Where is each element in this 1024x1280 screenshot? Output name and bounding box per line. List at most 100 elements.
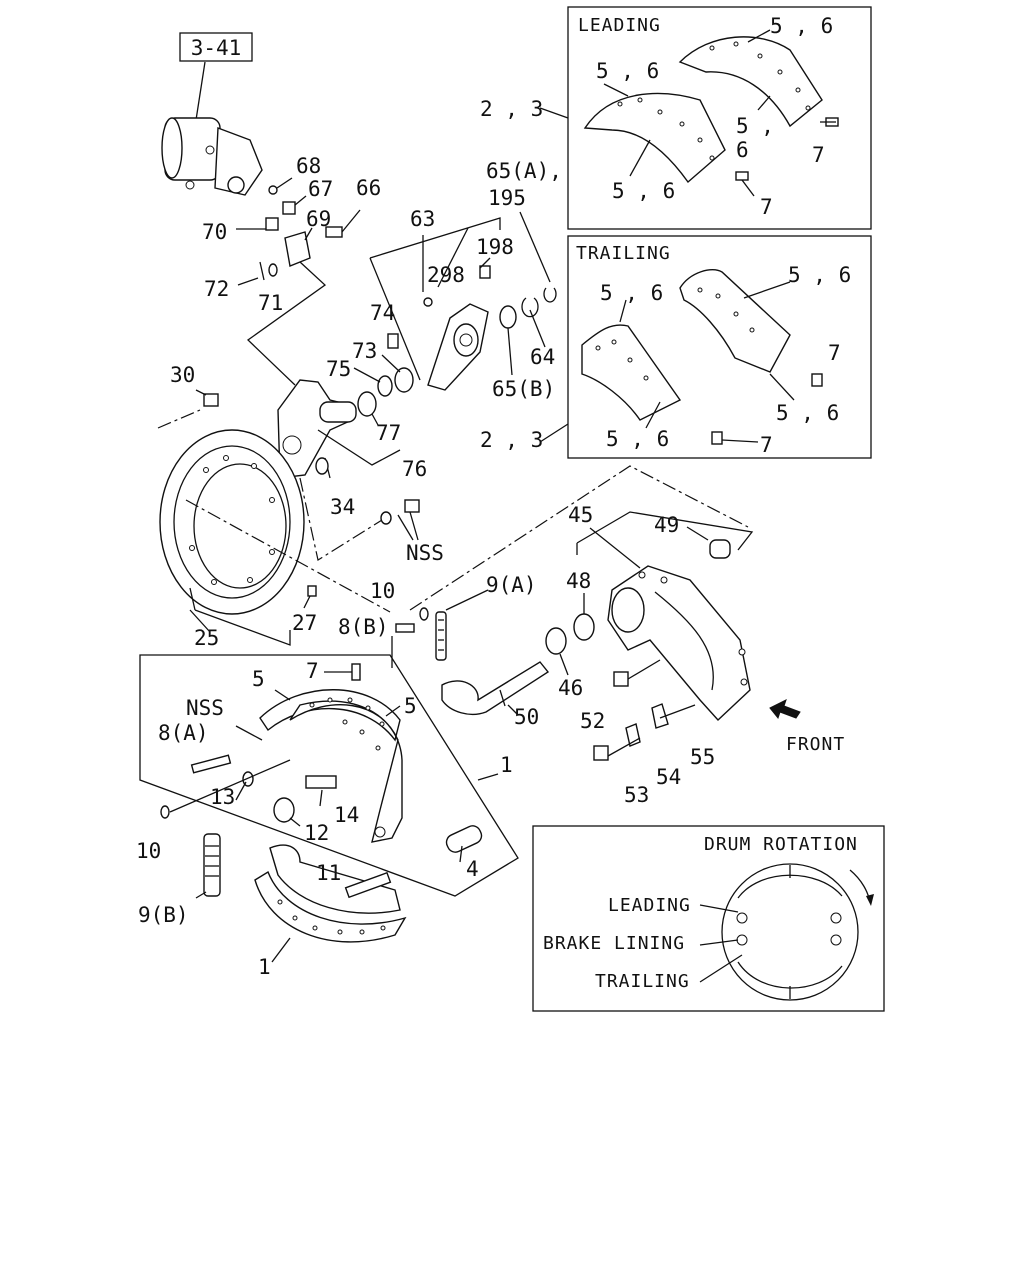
callout-198: 198 [476,235,514,259]
nss-bolts [380,499,420,541]
backing-plate [159,429,305,615]
callout-52: 52 [580,709,605,733]
callout-48: 48 [566,569,591,593]
slack-adjuster [427,303,489,391]
washer-54 [625,723,641,747]
callout-1-a: 1 [500,753,513,777]
clip-64 [521,297,546,348]
callout-53: 53 [624,783,649,807]
drum-rotation-inset [532,825,885,1012]
callout-5-c: 5 , [736,114,774,138]
clip-65a [519,211,557,303]
callout-69: 69 [306,207,331,231]
pin-8b [395,623,415,633]
roller-12 [273,797,295,823]
callout-9b: 9(B) [138,903,189,927]
callout-5-6-b: 5 , 6 [770,14,833,38]
seal-48 [573,593,595,641]
callout-195: 195 [488,186,526,210]
callout-14: 14 [334,803,359,827]
callout-9a: 9(A) [486,573,537,597]
leading-lining-b [678,36,823,128]
trailing-lining-a [581,324,682,421]
callout-13: 13 [210,785,235,809]
callout-8a: 8(A) [158,721,209,745]
callout-34: 34 [330,495,355,519]
washer-73 [381,354,414,393]
callout-25: 25 [194,626,219,650]
washer-65b [499,305,517,376]
callout-12: 12 [304,821,329,845]
camshaft-50 [441,661,550,716]
callout-75: 75 [326,357,351,381]
callout-5-6-a: 5 , 6 [596,59,659,83]
callout-63: 63 [410,207,435,231]
bushing-49 [709,539,731,559]
callout-5-6-f: 5 , 6 [788,263,851,287]
callout-10-b: 10 [136,839,161,863]
spring-9b [203,833,221,897]
callout-7-d: 7 [760,433,773,457]
callout-5-6-d: 5 , 6 [612,179,675,203]
clip-10a [419,607,429,621]
nut-67 [282,195,307,215]
ref-box[interactable] [179,32,253,62]
callout-55: 55 [690,745,715,769]
front-arrow-icon [769,699,801,720]
roller-4 [445,825,483,853]
callout-66: 66 [356,176,381,200]
callout-298: 298 [427,263,465,287]
pin-74 [387,333,399,349]
drum-rotation-figure [721,863,874,1001]
bolt-53 [593,737,641,761]
ref-box-label: 3-41 [191,36,242,60]
callout-6-c: 6 [736,138,749,162]
seal-75 [353,367,393,397]
callout-1-b: 1 [258,955,271,979]
pin-66 [325,209,361,238]
callout-71: 71 [258,291,283,315]
brake-shoe-lower [254,844,407,943]
bushing-77 [357,391,379,426]
pin-14 [305,775,337,789]
callout-54: 54 [656,765,681,789]
trailing-inset [567,235,872,459]
callout-72: 72 [204,277,229,301]
spider-housing [607,565,751,721]
callout-5-6-g: 5 , 6 [606,427,669,451]
rivet-7a [735,171,749,181]
front-label: FRONT [786,734,845,755]
callout-2-3-trailing: 2 , 3 [480,428,543,452]
callout-10-a: 10 [370,579,395,603]
fitting-198 [479,265,491,279]
trailing-title: TRAILING [576,243,671,264]
drum-brake-lining-label: BRAKE LINING [543,933,685,954]
rivet-7c [711,431,723,445]
callout-67: 67 [308,177,333,201]
bolt-30 [195,389,219,407]
callout-nss-1: NSS [406,541,444,565]
brake-chamber [161,117,263,196]
brake-shoe-upper [259,689,403,843]
callout-74: 74 [370,301,395,325]
leading-lining-a [583,92,726,184]
fitting-298 [423,297,433,307]
callout-45: 45 [568,503,593,527]
plate-55 [651,703,669,729]
callout-46: 46 [558,676,583,700]
callout-11: 11 [316,861,341,885]
callout-65b: 65(B) [492,377,555,401]
callout-70: 70 [202,220,227,244]
nut-70 [236,217,279,231]
rivet-7d [811,373,823,387]
callout-5-6-h: 5 , 6 [776,401,839,425]
drum-trailing-label: TRAILING [595,971,690,992]
callout-49: 49 [654,513,679,537]
callout-7-b: 7 [760,195,773,219]
drum-leading-label: LEADING [608,895,691,916]
callout-7-a: 7 [812,143,825,167]
callout-7-e: 7 [306,659,319,683]
callout-27: 27 [292,611,317,635]
trailing-lining-b [679,269,791,373]
